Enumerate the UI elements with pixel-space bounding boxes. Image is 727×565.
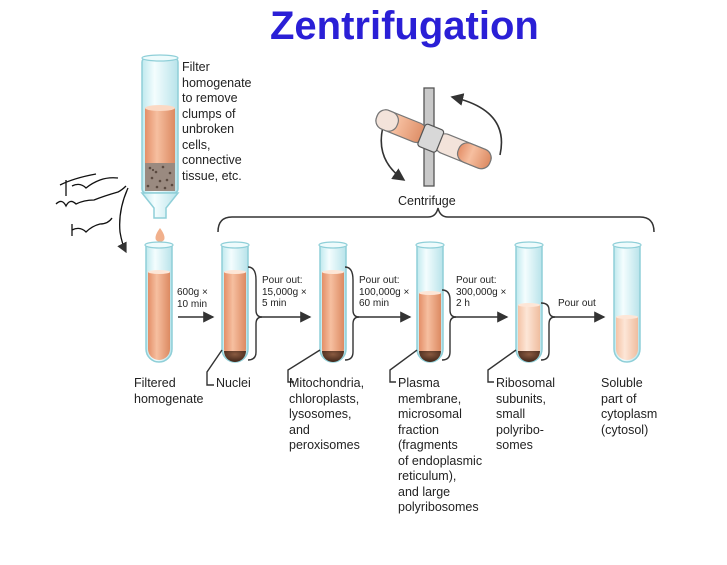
page-title: Zentrifugation: [270, 4, 539, 48]
drop-icon: [155, 228, 165, 242]
step-label: Pour out: 100,000g × 60 min: [359, 275, 410, 309]
pellet: [322, 351, 344, 362]
centrifuge-tube: [612, 241, 642, 363]
step-label: Pour out: 300,000g × 2 h: [456, 275, 507, 309]
centrifuge-tube: [144, 241, 174, 363]
centrifuge-brace: [217, 207, 655, 233]
fraction-label: Nuclei: [216, 376, 251, 390]
pellet: [224, 351, 246, 362]
tubes: [144, 241, 642, 363]
pellet: [419, 351, 441, 362]
step-label: Pour out: [558, 298, 596, 309]
step-label: Pour out: 15,000g × 5 min: [262, 275, 307, 309]
centrifuge-tube: [318, 241, 348, 363]
fraction-label: Filtered homogenate: [134, 376, 204, 406]
fraction-label: Plasma membrane, microsomal fraction (fr…: [398, 376, 483, 514]
fraction-label: Ribosomal subunits, small polyribo- some…: [496, 376, 556, 452]
centrifuge-tube: [220, 241, 250, 363]
centrifuge-label: Centrifuge: [398, 194, 456, 208]
centrifuge-icon: [375, 87, 503, 187]
filter-tube: [140, 54, 180, 242]
filter-instruction: Filter homogenate to remove clumps of un…: [182, 60, 252, 183]
fraction-label: Soluble part of cytoplasm (cytosol): [601, 376, 658, 437]
step-label: 600g × 10 min: [177, 287, 208, 310]
fraction-label: Mitochondria, chloroplasts, lysosomes, a…: [289, 376, 365, 452]
handwritten-note: [55, 173, 129, 254]
pellet: [518, 351, 540, 362]
process-arrows: [178, 266, 606, 386]
centrifuge-tube: [415, 241, 445, 363]
centrifuge-tube: [514, 241, 544, 363]
